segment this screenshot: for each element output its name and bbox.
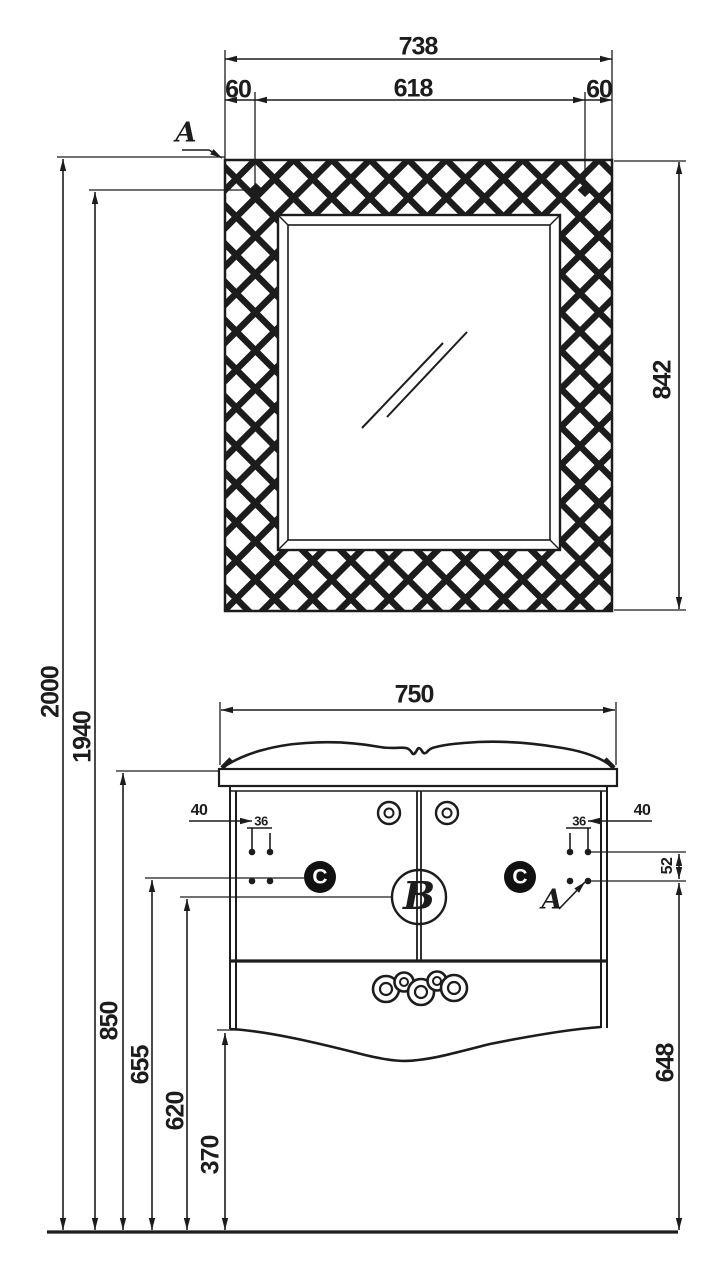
callout-label-a-mirror: A (175, 117, 197, 149)
dim-label-total-width: 738 (398, 32, 439, 61)
mirror-panel-inner (287, 224, 551, 541)
mirror-bevel-corners (277, 214, 561, 551)
cabinet-side-walls (229, 786, 608, 1029)
dim-label-side-height: 648 (651, 1043, 680, 1083)
dim-label-mirror-height: 842 (648, 360, 677, 400)
countertop-crest (221, 740, 615, 770)
dim-label-hanger-spacing: 618 (393, 74, 434, 103)
dimension-lines (59, 55, 683, 1230)
dim-label-counter-height: 850 (95, 1001, 124, 1041)
callout-label-b: B (402, 873, 436, 918)
dim-label-hinge-drop: 52 (659, 857, 676, 875)
door-knob-right (434, 800, 460, 826)
vanity-cabinet (217, 740, 619, 1063)
callout-label-c-left: C (312, 865, 328, 889)
dim-label-left-knob-height: 655 (126, 1045, 155, 1085)
mirror-assembly (223, 158, 614, 613)
dim-label-total-height: 2000 (36, 666, 65, 718)
crest-corner-accents (220, 757, 616, 770)
callout-c-right-disc (504, 861, 536, 893)
dim-label-right-hinge-inset: 40 (633, 802, 651, 819)
apron-bottom-curve (229, 1025, 602, 1063)
callout-c-left-disc (304, 861, 336, 893)
dim-label-right-offset: 60 (586, 75, 613, 104)
apron-ring-ornament (371, 970, 469, 1007)
dim-label-center-knob-height: 620 (161, 1091, 190, 1131)
hanger-diamond-markers (248, 183, 593, 197)
dim-label-left-hinge-spacing: 36 (254, 813, 268, 829)
leader-a-hinge (558, 881, 586, 910)
door-divider (416, 791, 422, 961)
countertop-slab (217, 767, 619, 788)
dim-label-left-hinge-inset: 40 (190, 802, 208, 819)
extension-lines (57, 50, 686, 1031)
dim-label-hanger-height: 1940 (68, 711, 97, 763)
dim-label-cabinet-width: 750 (394, 680, 435, 709)
callout-leaders (182, 148, 586, 910)
leader-a-mirror (182, 148, 223, 159)
dim-label-right-hinge-spacing: 36 (572, 813, 586, 829)
hinge-spacing-brackets (247, 827, 591, 849)
callout-label-a-hinge: A (541, 884, 563, 916)
hinge-drill-points (248, 848, 592, 885)
dim-label-bottom-clearance: 370 (196, 1135, 225, 1175)
callout-label-c-right: C (512, 865, 528, 889)
mirror-reflection-lines (361, 331, 468, 429)
dim-label-left-offset: 60 (225, 75, 252, 104)
door-knob-left (376, 800, 402, 826)
